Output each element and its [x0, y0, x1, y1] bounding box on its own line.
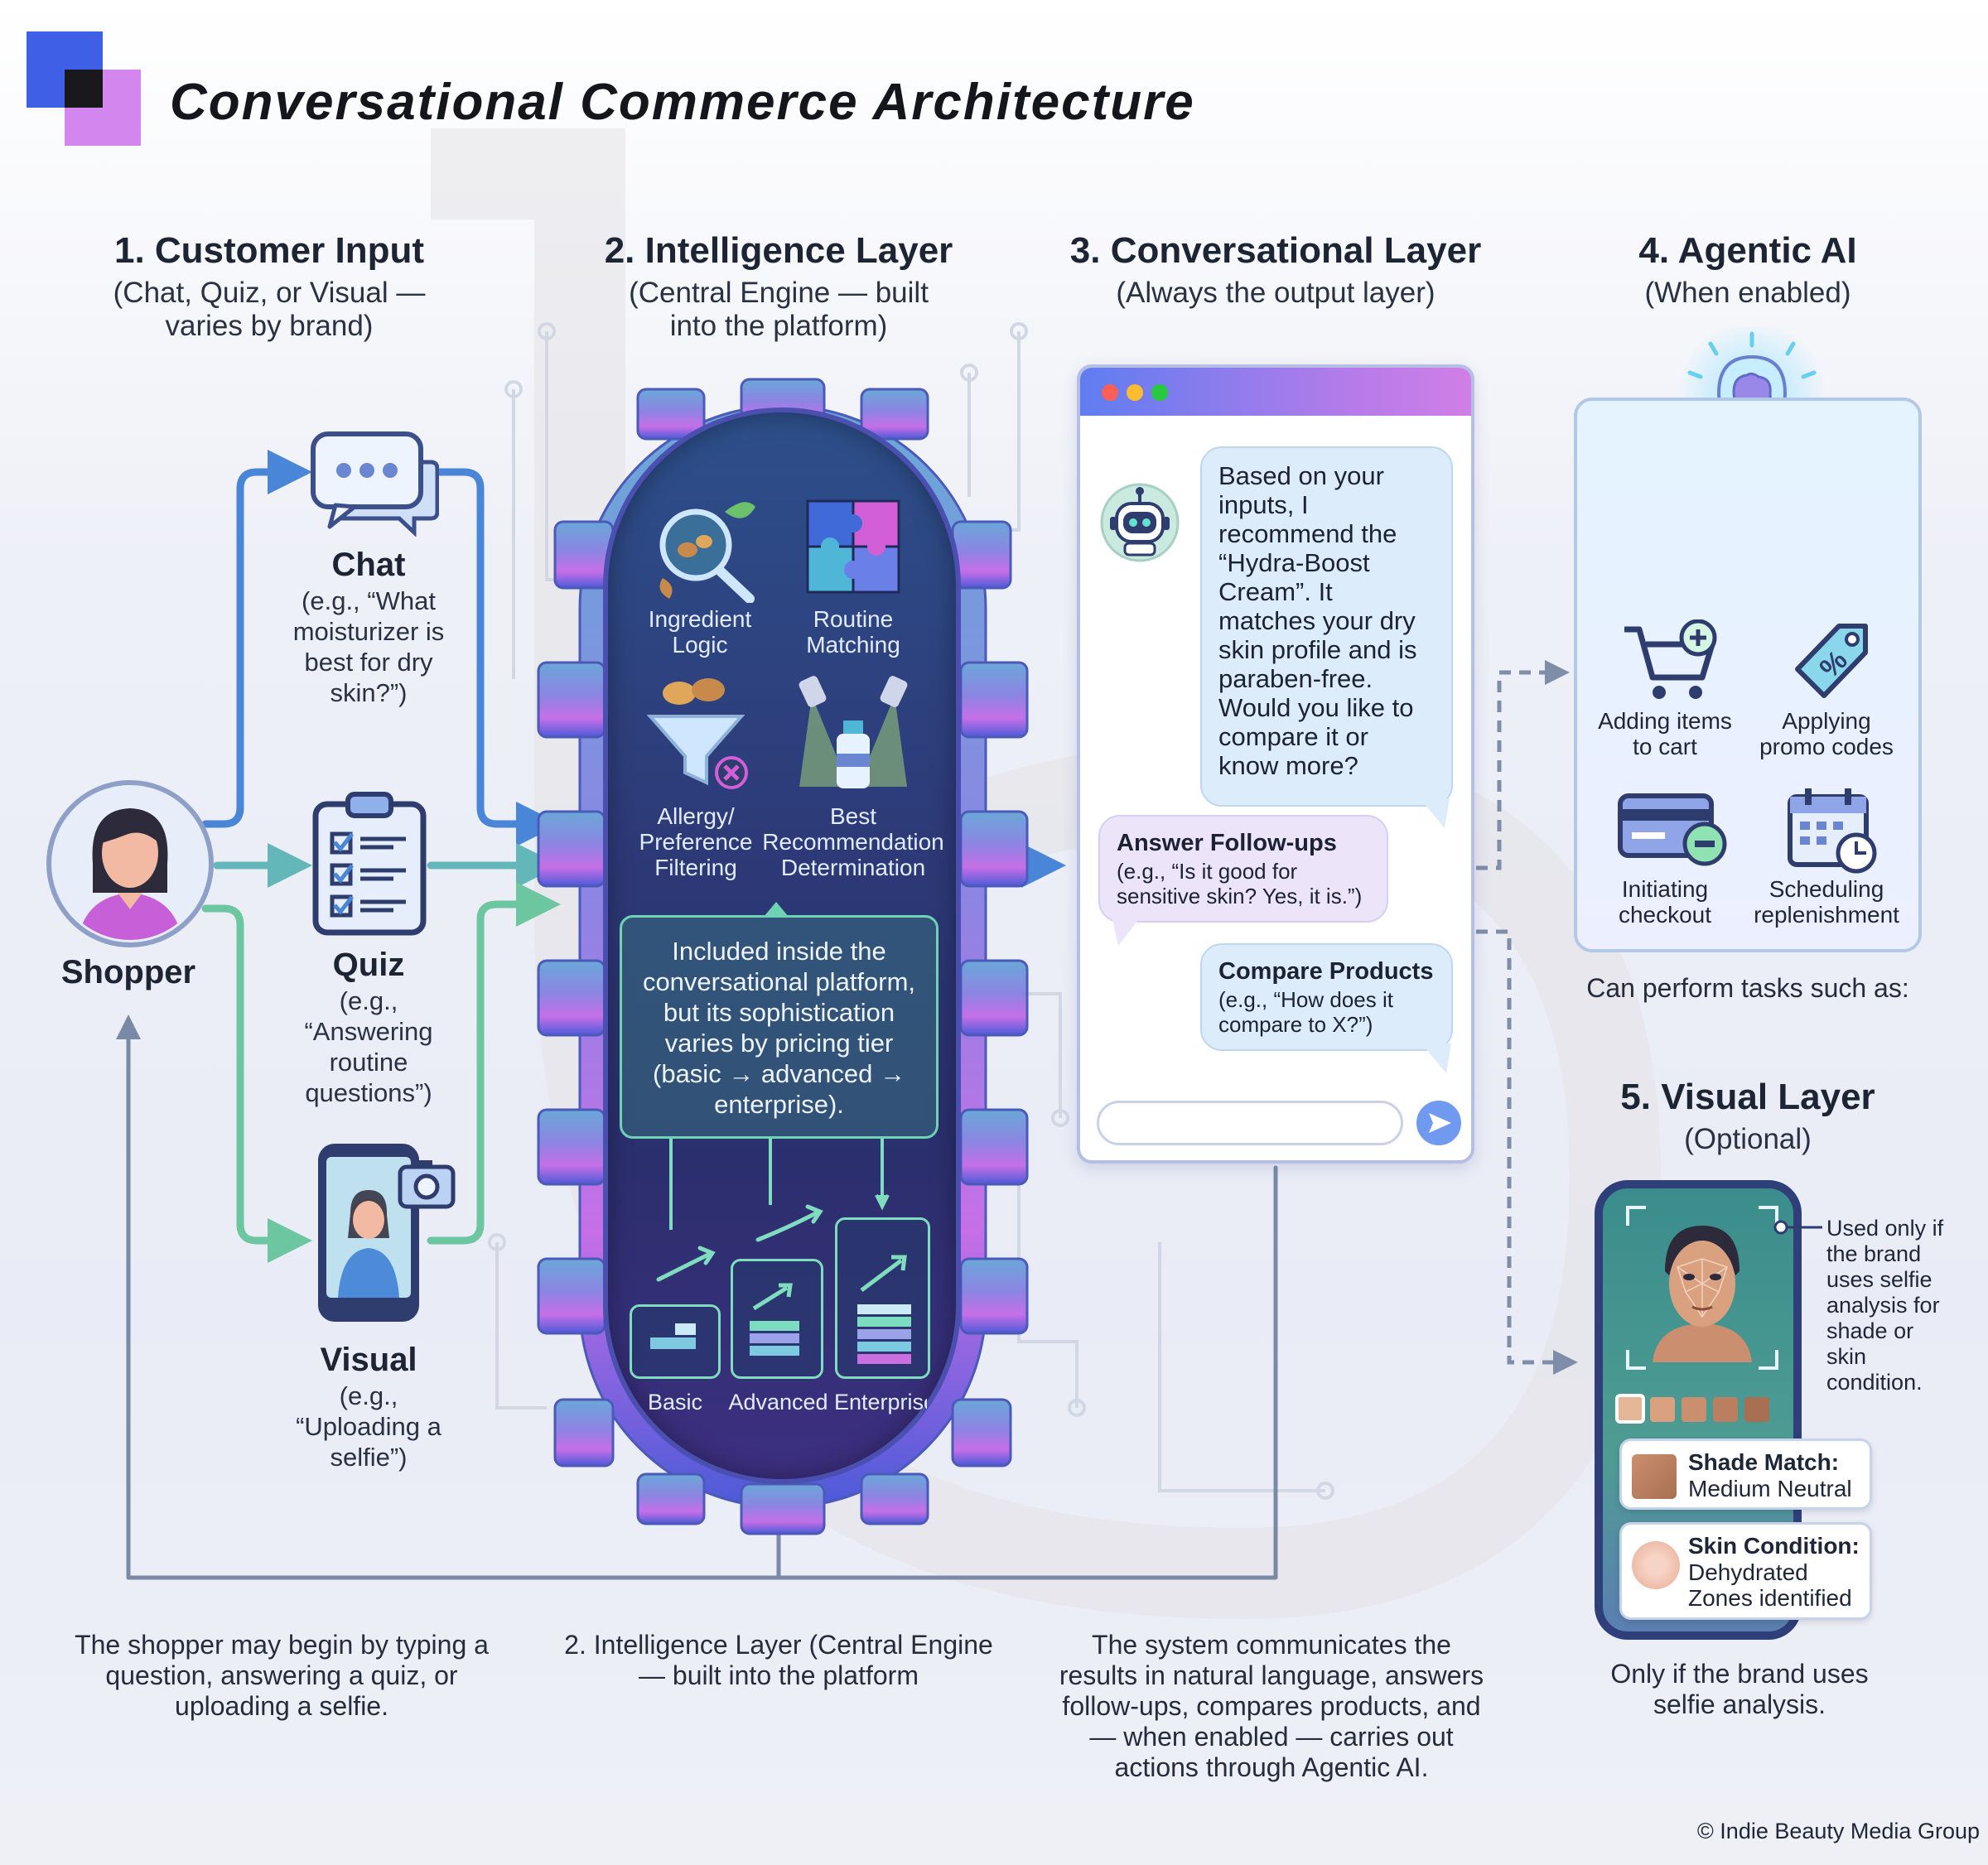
spotlight-bottle-icon — [799, 676, 908, 788]
tier-card-advanced — [731, 1259, 823, 1379]
bot-recommendation-bubble: Based on your inputs, I recommend the “H… — [1200, 446, 1453, 807]
promo-tag-icon: % — [1795, 624, 1868, 698]
input-chat-label: Chat — [331, 547, 406, 583]
copyright: © Indie Beauty Media Group — [1696, 1819, 1980, 1843]
skin-condition-title: Skin Condition: — [1688, 1533, 1860, 1559]
shade-match-title: Shade Match: — [1688, 1449, 1840, 1475]
visual-note-connector — [1773, 1220, 1822, 1235]
input-visual-label: Visual — [320, 1342, 417, 1378]
input-quiz-example: (e.g., “Answering routine questions”) — [304, 986, 433, 1107]
send-arrow-icon — [1429, 1113, 1451, 1133]
column-title-conversational: 3. Conversational Layer — [1069, 230, 1482, 271]
tier-bars — [650, 1255, 911, 1364]
visual-caption: Only if the brand uses selfie analysis. — [1610, 1659, 1869, 1719]
credit-card-icon — [1618, 793, 1727, 866]
tier-card-enterprise — [835, 1217, 930, 1379]
caption-input: The shopper may begin by typing a questi… — [75, 1630, 489, 1721]
shade-match-value: Medium Neutral — [1688, 1476, 1852, 1501]
brand-logo — [27, 31, 141, 146]
skin-condition-card: Skin Condition: Dehydrated Zones identif… — [1619, 1522, 1872, 1620]
chat-window: Based on your inputs, I recommend the “H… — [1077, 364, 1474, 1164]
column-subtitle-conversational: (Always the output layer) — [1116, 277, 1436, 309]
clipboard-checklist-icon — [312, 792, 427, 936]
followups-bubble: Answer Follow-ups (e.g., “Is it good for… — [1098, 815, 1388, 923]
task-cart-label: Adding items to cart — [1598, 708, 1732, 759]
page-title: Conversational Commerce Architecture — [170, 74, 1195, 131]
task-replenishment-label: Scheduling replenishment — [1754, 876, 1899, 928]
module-recommendation-label: Best Recommendation Determination — [762, 803, 944, 880]
magnifier-leaf-icon — [659, 502, 755, 603]
module-ingredient-label: Ingredient Logic — [648, 606, 752, 658]
chat-bubble-icon — [311, 431, 439, 537]
shopper-label: Shopper — [60, 954, 196, 990]
window-controls-icon — [1102, 384, 1168, 401]
bubble-tail — [1420, 798, 1450, 828]
compare-bubble: Compare Products (e.g., “How does it com… — [1200, 943, 1453, 1051]
robot-avatar-icon — [1100, 483, 1180, 562]
chat-window-titlebar — [1080, 368, 1471, 416]
shade-match-card: Shade Match: Medium Neutral — [1619, 1439, 1872, 1510]
cart-plus-icon — [1624, 619, 1717, 699]
column-title-visual: 5. Visual Layer — [1620, 1077, 1875, 1117]
column-subtitle-intelligence: (Central Engine — built into the platfor… — [629, 277, 929, 342]
caption-intelligence: 2. Intelligence Layer (Central Engine — … — [564, 1630, 993, 1690]
tier-basic-label: Basic — [647, 1390, 703, 1414]
bubble-tail — [1112, 916, 1141, 946]
followups-title: Answer Follow-ups — [1117, 830, 1337, 856]
bubble-tail — [1421, 1043, 1451, 1073]
task-promo-label: Applying promo codes — [1759, 708, 1894, 759]
tier-note: Included inside the conversational platf… — [620, 915, 939, 1139]
input-chat-example: (e.g., “What moisturizer is best for dry… — [292, 586, 445, 707]
phone-camera-icon — [318, 1144, 456, 1322]
tier-note-pointer — [764, 902, 789, 917]
column-subtitle-agentic: (When enabled) — [1644, 277, 1851, 309]
shade-swatches — [1615, 1394, 1769, 1424]
shade-swatch-icon — [1632, 1454, 1677, 1499]
skin-condition-value: Dehydrated Zones identified — [1688, 1559, 1852, 1611]
compare-title: Compare Products — [1218, 958, 1434, 985]
column-title-input: 1. Customer Input — [113, 230, 425, 271]
skin-texture-icon — [1632, 1541, 1680, 1589]
caption-conversational: The system communicates the results in n… — [1059, 1630, 1484, 1782]
tier-enterprise-label: Enterprise — [834, 1390, 927, 1414]
shopper-avatar — [46, 780, 214, 947]
tier-advanced-label: Advanced — [728, 1390, 828, 1414]
face-scan-icon — [1626, 1206, 1778, 1370]
column-subtitle-visual: (Optional) — [1684, 1123, 1812, 1155]
agentic-caption: Can perform tasks such as: — [1586, 973, 1909, 1003]
input-quiz-label: Quiz — [332, 947, 405, 983]
calendar-clock-icon — [1788, 788, 1877, 874]
module-allergy-label: Allergy/ Preference Filtering — [639, 803, 753, 880]
send-button[interactable] — [1416, 1101, 1461, 1145]
column-title-agentic: 4. Agentic AI — [1638, 230, 1857, 271]
column-subtitle-input: (Chat, Quiz, or Visual — varies by brand… — [113, 277, 426, 342]
puzzle-icon — [806, 499, 900, 594]
compare-example: (e.g., “How does it compare to X?”) — [1218, 987, 1393, 1037]
funnel-icon — [646, 678, 748, 789]
visual-note: Used only if the brand uses selfie analy… — [1826, 1216, 1944, 1395]
bot-recommendation-text: Based on your inputs, I recommend the “H… — [1218, 461, 1417, 780]
module-routine-label: Routine Matching — [806, 606, 900, 658]
followups-example: (e.g., “Is it good for sensitive skin? Y… — [1117, 859, 1363, 908]
task-checkout-label: Initiating checkout — [1618, 876, 1712, 928]
input-visual-example: (e.g., “Uploading a selfie”) — [296, 1381, 442, 1472]
column-title-intelligence: 2. Intelligence Layer — [604, 230, 953, 271]
tier-connectors — [656, 1139, 890, 1282]
chat-message-input[interactable] — [1097, 1101, 1403, 1145]
